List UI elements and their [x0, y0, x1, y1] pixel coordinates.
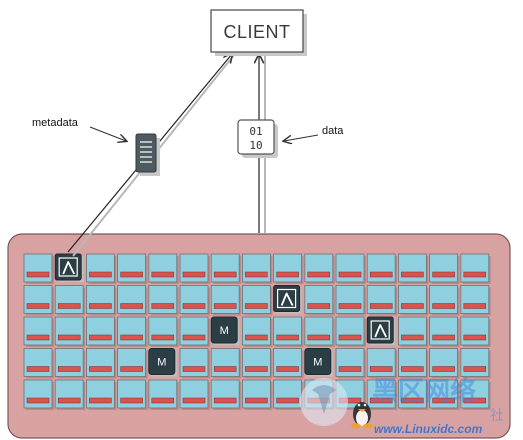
- storage-node: [148, 316, 179, 347]
- watermark-sub: 社: [490, 408, 504, 424]
- storage-node: [210, 253, 242, 284]
- storage-node: [148, 253, 179, 284]
- master-node: M: [148, 348, 177, 377]
- metadata-label: metadata: [32, 117, 79, 129]
- data-bits-line2: 10: [249, 139, 262, 152]
- lambda-node: [273, 285, 302, 314]
- storage-node: [429, 348, 460, 379]
- master-node-label: M: [313, 357, 322, 369]
- data-bits-line1: 01: [249, 125, 262, 138]
- storage-node: [54, 348, 86, 379]
- metadata-document-icon: [135, 133, 160, 176]
- data-packet: 01 10: [237, 119, 278, 158]
- storage-node: [429, 253, 460, 284]
- storage-node: [210, 348, 242, 379]
- storage-node: [117, 379, 148, 410]
- storage-node: [86, 348, 117, 379]
- storage-node: [86, 285, 117, 316]
- storage-node: [429, 285, 460, 316]
- storage-node: [117, 253, 148, 284]
- storage-node: [179, 348, 210, 379]
- storage-node: [397, 285, 429, 316]
- storage-node: [304, 253, 335, 284]
- storage-node: [366, 348, 398, 379]
- storage-node: [117, 285, 148, 316]
- storage-node: [366, 253, 398, 284]
- data-label: data: [322, 125, 344, 137]
- storage-node: [54, 316, 86, 347]
- storage-node: [86, 316, 117, 347]
- storage-node: [54, 379, 86, 410]
- storage-node: [241, 316, 273, 347]
- storage-node: [460, 285, 491, 316]
- watermark-domain: www.Linuxidc.com: [374, 422, 483, 436]
- storage-node: [335, 316, 366, 347]
- storage-node: [304, 285, 335, 316]
- lambda-node: [54, 253, 84, 282]
- storage-node: [23, 348, 54, 379]
- storage-node: [179, 253, 210, 284]
- storage-node: [460, 316, 491, 347]
- storage-node: [23, 379, 54, 410]
- storage-node: [117, 348, 148, 379]
- storage-node: [210, 285, 242, 316]
- storage-node: [241, 285, 273, 316]
- master-node: M: [304, 348, 333, 377]
- watermark-logo: 黑区网络 社 www.Linuxidc.com: [300, 376, 504, 436]
- storage-node: [273, 379, 304, 410]
- storage-node: [273, 316, 304, 347]
- storage-node: [397, 379, 429, 410]
- storage-node: [366, 285, 398, 316]
- storage-node: [23, 285, 54, 316]
- client-label: CLIENT: [223, 22, 290, 42]
- storage-node: [335, 253, 366, 284]
- storage-node: [148, 285, 179, 316]
- client-node: CLIENT: [210, 9, 307, 56]
- storage-node: [241, 379, 273, 410]
- storage-node: [54, 285, 86, 316]
- storage-node: [241, 348, 273, 379]
- storage-node: [366, 379, 398, 410]
- storage-node: [86, 253, 117, 284]
- storage-node: [304, 316, 335, 347]
- storage-node: [210, 379, 242, 410]
- storage-node: [179, 285, 210, 316]
- storage-node: [429, 379, 460, 410]
- metadata-label-arrow: [89, 126, 126, 141]
- storage-node: [179, 379, 210, 410]
- storage-node: [460, 348, 491, 379]
- storage-node: [397, 348, 429, 379]
- data-label-arrow: [284, 134, 319, 141]
- storage-node: [335, 348, 366, 379]
- storage-node: [179, 316, 210, 347]
- storage-node: [429, 316, 460, 347]
- storage-node: [397, 316, 429, 347]
- storage-node: [148, 379, 179, 410]
- storage-node: [273, 253, 304, 284]
- watermark-title: 黑区网络: [372, 376, 476, 407]
- master-node: M: [210, 316, 240, 345]
- master-node-label: M: [220, 325, 229, 337]
- storage-node: [460, 379, 491, 410]
- storage-node: [23, 253, 54, 284]
- storage-node: [335, 285, 366, 316]
- storage-node: [117, 316, 148, 347]
- storage-node: [273, 348, 304, 379]
- storage-node: [86, 379, 117, 410]
- master-node-label: M: [157, 357, 166, 369]
- lambda-node: [366, 316, 396, 345]
- storage-node: [397, 253, 429, 284]
- storage-node: [23, 316, 54, 347]
- storage-node: [241, 253, 273, 284]
- storage-node: [460, 253, 491, 284]
